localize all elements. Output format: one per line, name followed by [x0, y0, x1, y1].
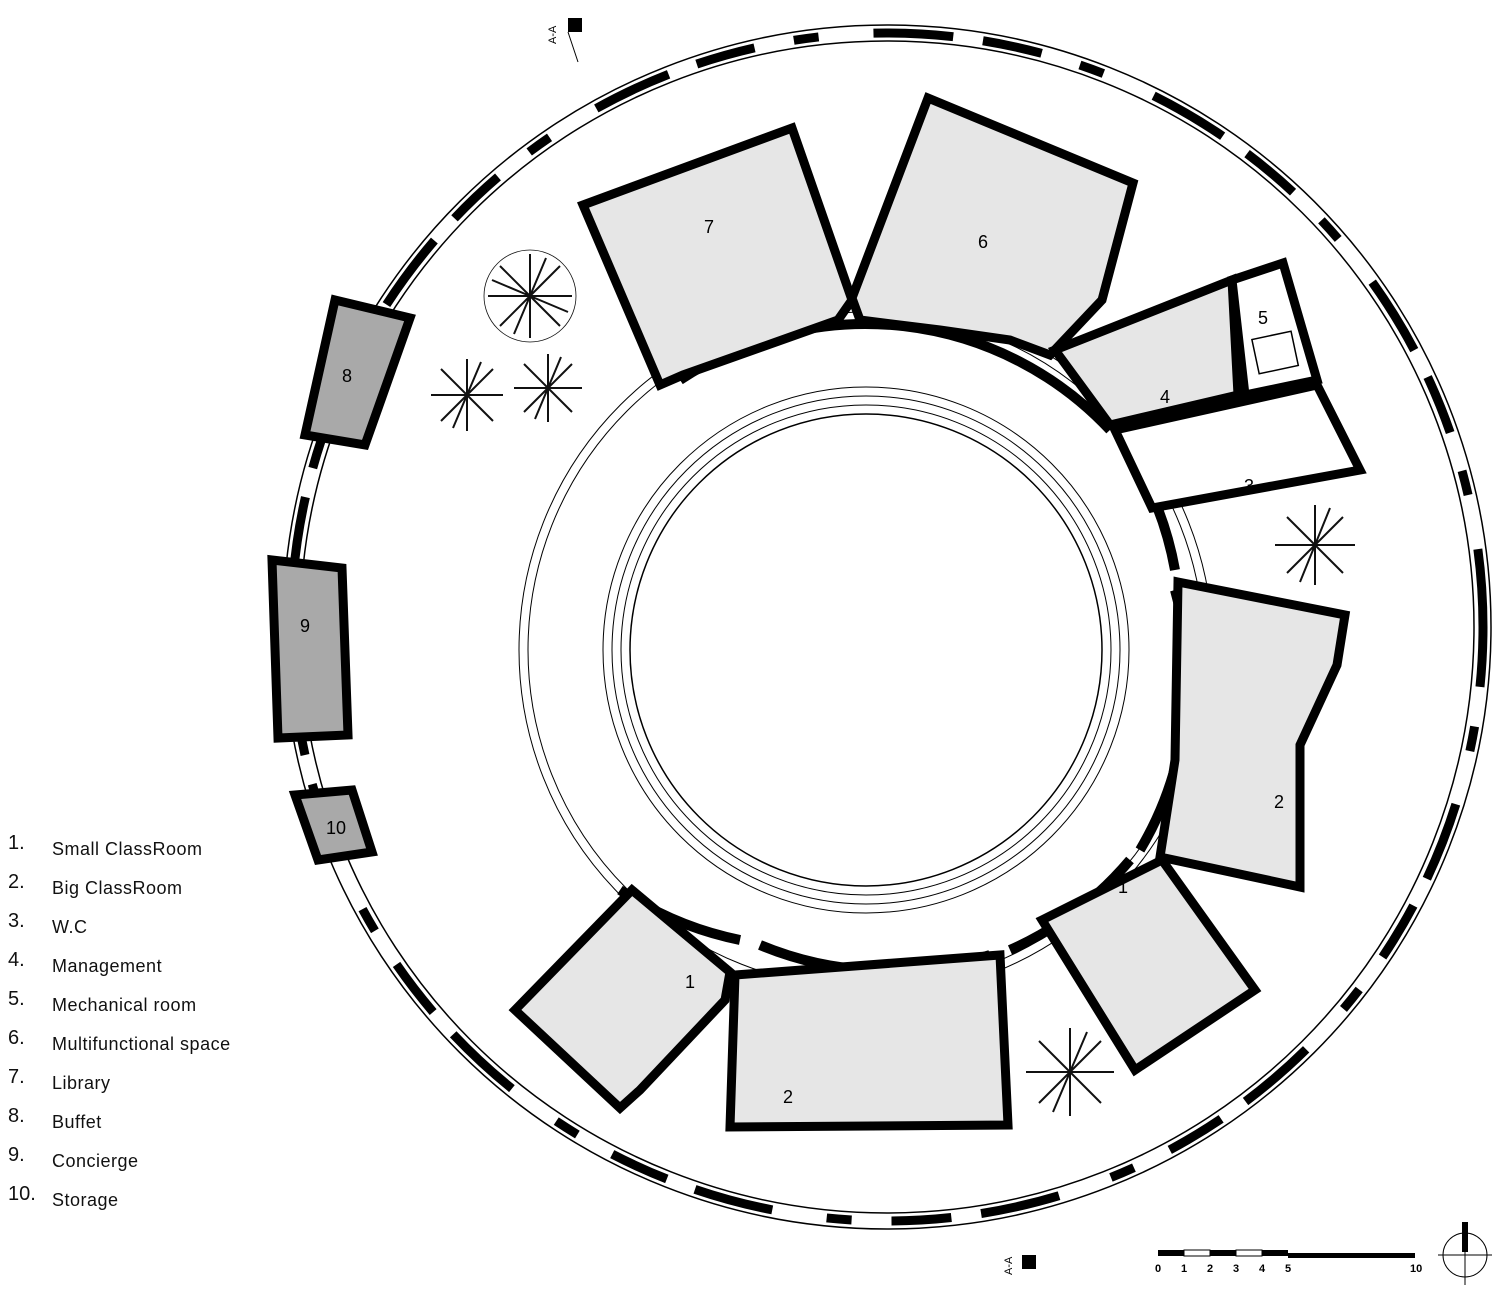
legend-number: 2. [8, 871, 25, 893]
legend-number: 10. [8, 1183, 36, 1205]
svg-text:0: 0 [1155, 1263, 1161, 1275]
legend-label: W.C [52, 917, 88, 937]
legend-number: 7. [8, 1066, 25, 1088]
legend-item: 10. Storage [8, 1183, 308, 1222]
legend-item: 6. Multifunctional space [8, 1027, 308, 1066]
north-arrow-icon [1438, 1222, 1492, 1285]
room-number-4: 4 [1160, 387, 1170, 407]
scale-bar-icon: 0 1 2 3 4 5 10 [1155, 1249, 1422, 1275]
legend-label: Storage [52, 1190, 119, 1210]
room-mechanical: 5 [1227, 257, 1323, 401]
room-number-7: 7 [704, 217, 714, 237]
room-number-3: 3 [1244, 476, 1254, 496]
svg-text:1: 1 [1181, 1263, 1187, 1275]
legend-label: Buffet [52, 1112, 102, 1132]
legend-number: 4. [8, 949, 25, 971]
legend-number: 6. [8, 1027, 25, 1049]
legend-label: Small ClassRoom [52, 839, 203, 859]
room-number-8: 8 [342, 366, 352, 386]
room-buffet: 8 [299, 294, 416, 451]
room-number-10: 10 [326, 818, 346, 838]
legend-item: 8. Buffet [8, 1105, 308, 1144]
legend-label: Concierge [52, 1151, 139, 1171]
room-small-classroom-right: 1 [1035, 854, 1262, 1077]
room-big-classroom-right: 2 [1154, 576, 1351, 893]
legend-label: Management [52, 956, 163, 976]
room-number-6: 6 [978, 232, 988, 252]
room-management: 4 [1047, 273, 1243, 431]
room-big-classroom-bottom: 2 [725, 950, 1013, 1132]
legend-number: 3. [8, 910, 25, 932]
room-library: 7 [576, 122, 858, 391]
room-number-2-right: 2 [1274, 792, 1284, 812]
legend-number: 1. [8, 832, 25, 854]
legend-label: Multifunctional space [52, 1034, 231, 1054]
room-number-9: 9 [300, 616, 310, 636]
room-wc: 3 [1108, 379, 1367, 514]
palm-tree-icon [431, 359, 503, 431]
svg-text:5: 5 [1285, 1263, 1291, 1275]
legend-label: Library [52, 1073, 111, 1093]
palm-tree-icon [514, 354, 582, 422]
svg-text:3: 3 [1233, 1263, 1239, 1275]
room-number-1-right: 1 [1118, 877, 1128, 897]
palm-tree-icon [1275, 505, 1355, 585]
svg-text:4: 4 [1259, 1263, 1266, 1275]
legend-label: Big ClassRoom [52, 878, 183, 898]
room-number-2-bottom: 2 [783, 1087, 793, 1107]
legend-item: 3. W.C [8, 910, 308, 949]
room-small-classroom-left: 1 [508, 883, 735, 1115]
legend-item: 4. Management [8, 949, 308, 988]
legend-number: 8. [8, 1105, 25, 1127]
legend: 1.Small ClassRoom 2.Big ClassRoom 3.W.C … [8, 832, 308, 1222]
section-marker-bottom: A-A [1003, 1255, 1036, 1275]
palm-tree-icon [483, 249, 577, 343]
legend-item: 9. Concierge [8, 1144, 308, 1183]
legend-item: 2. Big ClassRoom [8, 871, 308, 910]
room-number-1-left: 1 [685, 972, 695, 992]
svg-text:10: 10 [1410, 1263, 1422, 1275]
legend-item: 7. Library [8, 1066, 308, 1105]
legend-item: 5. Mechanical room [8, 988, 308, 1027]
svg-text:2: 2 [1207, 1263, 1213, 1275]
legend-label: Mechanical room [52, 995, 197, 1015]
room-multifunctional: 6 [847, 92, 1139, 361]
room-storage: 10 [288, 785, 378, 865]
room-number-5: 5 [1258, 308, 1268, 328]
section-marker-top: A-A [547, 18, 582, 63]
legend-item: 1. Small ClassRoom [8, 832, 308, 871]
legend-number: 9. [8, 1144, 25, 1166]
palm-tree-icon [1026, 1028, 1114, 1116]
svg-text:A-A: A-A [547, 25, 559, 44]
legend-number: 5. [8, 988, 25, 1010]
room-concierge: 9 [267, 554, 353, 743]
svg-text:A-A: A-A [1003, 1256, 1015, 1275]
